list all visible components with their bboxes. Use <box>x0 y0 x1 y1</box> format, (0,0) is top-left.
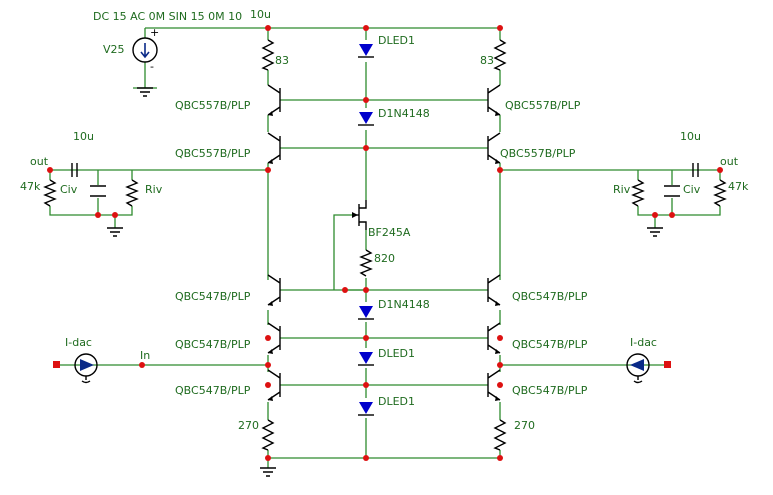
center-jfet-label: BF245A <box>368 226 411 239</box>
resistor-83-left <box>261 39 275 71</box>
right-q3-label: QBC547B/PLP <box>512 290 588 303</box>
resistor-270-left <box>261 419 275 451</box>
top-rail-label: 10u <box>250 8 271 21</box>
right-r-top-label: 83 <box>480 54 494 67</box>
diode-d1n4148-top <box>358 112 374 126</box>
source-plus: + <box>150 26 159 39</box>
transistor-right-q5 <box>487 369 501 401</box>
jfet-bf245a <box>352 200 367 230</box>
left-q5-label: QBC547B/PLP <box>175 384 251 397</box>
resistor-riv-left <box>125 179 139 207</box>
transistor-right-q2 <box>487 132 501 164</box>
diode-d1n4148-bottom <box>358 306 374 320</box>
transistor-left-q4 <box>267 322 281 354</box>
diodes <box>358 44 374 416</box>
right-q4-label: QBC547B/PLP <box>512 338 588 351</box>
center-d5-label: DLED1 <box>378 395 415 408</box>
center-r-jfet-label: 820 <box>374 252 395 265</box>
left-q4-label: QBC547B/PLP <box>175 338 251 351</box>
capacitor-10u-left <box>71 163 78 177</box>
transistor-right-q4 <box>487 322 501 354</box>
capacitors <box>71 163 699 197</box>
center-d3-label: D1N4148 <box>378 298 430 311</box>
right-r-bottom-label: 270 <box>514 419 535 432</box>
right-q5-label: QBC547B/PLP <box>512 384 588 397</box>
transistor-right-q3 <box>487 274 501 306</box>
ground-symbols <box>107 87 663 477</box>
left-q2-label: QBC557B/PLP <box>175 147 251 160</box>
left-q3-label: QBC547B/PLP <box>175 290 251 303</box>
idac-right <box>626 353 671 384</box>
junction-nodes <box>47 25 723 461</box>
transistors <box>267 84 501 401</box>
resistor-270-right <box>493 419 507 451</box>
left-civ-label: Civ <box>60 183 78 196</box>
diode-dled1-bottom <box>358 402 374 416</box>
resistor-47k-right <box>713 179 727 207</box>
left-r-bottom-label: 270 <box>238 419 259 432</box>
left-r-out-label: 47k <box>20 180 41 193</box>
center-d1-label: DLED1 <box>378 34 415 47</box>
left-out-label: out <box>30 155 49 168</box>
capacitor-civ-right <box>664 185 680 197</box>
right-idac-label: I-dac <box>630 336 657 349</box>
left-riv-label: Riv <box>145 183 163 196</box>
right-q1-label: QBC557B/PLP <box>505 99 581 112</box>
capacitor-civ-left <box>90 185 106 197</box>
capacitor-10u-right <box>692 163 699 177</box>
source-spec: DC 15 AC 0M SIN 15 0M 10 <box>93 10 242 23</box>
resistor-47k-left <box>43 179 57 207</box>
left-q1-label: QBC557B/PLP <box>175 99 251 112</box>
source-name: V25 <box>103 43 125 56</box>
center-d4-label: DLED1 <box>378 347 415 360</box>
source-minus: - <box>150 60 154 73</box>
left-r-top-label: 83 <box>275 54 289 67</box>
right-cap-label: 10u <box>680 130 701 143</box>
transistor-right-q1 <box>487 84 501 116</box>
left-in-label: In <box>140 349 150 362</box>
resistor-riv-right <box>631 179 645 207</box>
left-idac-label: I-dac <box>65 336 92 349</box>
right-civ-label: Civ <box>683 183 701 196</box>
center-d2-label: D1N4148 <box>378 107 430 120</box>
right-out-label: out <box>720 155 739 168</box>
transistor-left-q2 <box>267 132 281 164</box>
resistor-83-right <box>493 39 507 71</box>
resistors <box>43 39 727 451</box>
voltage-source-v25: + - V25 DC 15 AC 0M SIN 15 0M 10 10u <box>93 8 271 73</box>
right-r-out-label: 47k <box>728 180 749 193</box>
transistor-left-q5 <box>267 369 281 401</box>
diode-dled1-middle <box>358 352 374 366</box>
left-cap-label: 10u <box>73 130 94 143</box>
right-riv-label: Riv <box>613 183 631 196</box>
transistor-left-q3 <box>267 274 281 306</box>
idac-left <box>53 353 98 384</box>
resistor-820 <box>359 249 373 277</box>
diode-dled1-top <box>358 44 374 58</box>
transistor-left-q1 <box>267 84 281 116</box>
right-q2-label: QBC557B/PLP <box>500 147 576 160</box>
labels: 83 QBC557B/PLP QBC557B/PLP QBC547B/PLP Q… <box>20 34 749 432</box>
